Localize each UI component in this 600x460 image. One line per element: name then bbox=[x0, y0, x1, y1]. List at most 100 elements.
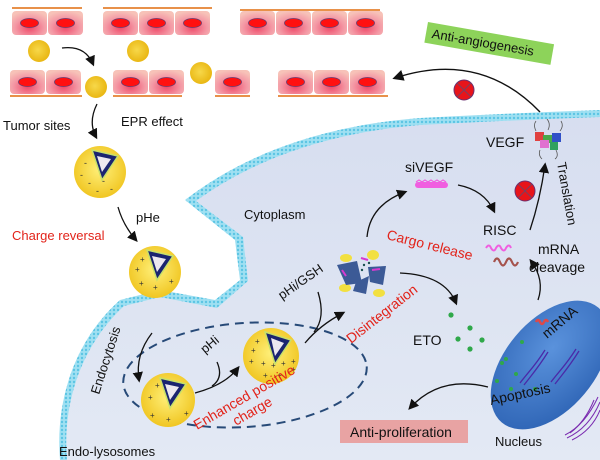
nanoparticle bbox=[28, 40, 50, 62]
nanoparticle-enhanced: ++++++++++ bbox=[243, 328, 299, 384]
svg-text:-: - bbox=[96, 186, 99, 196]
svg-text:+: + bbox=[150, 411, 155, 420]
svg-text:+: + bbox=[251, 346, 256, 355]
arrow-sivegf-to-risc bbox=[457, 184, 496, 214]
cell-nucleus bbox=[20, 18, 39, 28]
cell-nucleus bbox=[18, 77, 37, 87]
vegf-label: VEGF bbox=[486, 134, 524, 150]
cell-nucleus bbox=[54, 77, 73, 87]
svg-text:-: - bbox=[84, 158, 87, 168]
svg-text:+: + bbox=[281, 359, 286, 368]
svg-text:+: + bbox=[139, 279, 144, 288]
anti-angiogenesis-box: Anti-angiogenesis bbox=[424, 22, 555, 65]
arrow-phi bbox=[194, 365, 240, 394]
cell-nucleus bbox=[56, 18, 75, 28]
endo-lysosomes-label: Endo-lysosomes bbox=[59, 444, 156, 459]
endothelial-cells-top bbox=[12, 11, 383, 35]
nanoparticle bbox=[190, 62, 212, 84]
svg-text:+: + bbox=[263, 371, 268, 380]
cell-nucleus bbox=[322, 77, 341, 87]
svg-text:+: + bbox=[261, 359, 266, 368]
svg-text:+: + bbox=[291, 365, 296, 374]
svg-text:-: - bbox=[88, 178, 91, 188]
sivegf-label: siVEGF bbox=[405, 159, 453, 175]
cell-nucleus bbox=[147, 18, 166, 28]
svg-text:+: + bbox=[249, 357, 254, 366]
tumor-sites-label: Tumor sites bbox=[3, 118, 71, 133]
svg-text:+: + bbox=[255, 337, 260, 346]
arrow-to-eto bbox=[399, 272, 458, 306]
mrna-cleavage-label-2: cleavage bbox=[529, 259, 585, 275]
arrow-charge-reversal bbox=[117, 206, 138, 242]
svg-text:-: - bbox=[80, 170, 83, 180]
svg-text:+: + bbox=[135, 265, 140, 274]
cell-nucleus bbox=[248, 18, 267, 28]
eto-molecules-icon bbox=[448, 312, 485, 352]
svg-text:+: + bbox=[271, 361, 276, 370]
svg-text:+: + bbox=[166, 415, 171, 424]
svg-text:+: + bbox=[291, 357, 296, 366]
cell-nucleus bbox=[284, 18, 303, 28]
svg-text:+: + bbox=[169, 277, 174, 286]
svg-text:+: + bbox=[184, 409, 189, 418]
svg-text:+: + bbox=[148, 393, 153, 402]
mrna-cleavage-label: mRNA bbox=[538, 241, 580, 257]
arrow-vegf-to-vessel bbox=[392, 68, 541, 113]
risc-sirna-icon bbox=[485, 244, 512, 252]
svg-text:+: + bbox=[140, 255, 145, 264]
cell-nucleus bbox=[223, 77, 242, 87]
nanoparticle bbox=[127, 40, 149, 62]
cell-nucleus bbox=[358, 77, 377, 87]
cytoplasm bbox=[66, 117, 600, 460]
sivegf-icon bbox=[415, 179, 448, 188]
svg-text:-: - bbox=[102, 176, 105, 186]
charge-reversal-label: Charge reversal bbox=[12, 228, 105, 243]
arrow-endocytosis bbox=[132, 332, 153, 383]
arrow-phi-curve bbox=[211, 361, 221, 387]
vegf-protein-icon bbox=[534, 118, 563, 160]
cell-nucleus bbox=[286, 77, 305, 87]
cell-nucleus bbox=[356, 18, 375, 28]
blood-vessel-top bbox=[12, 7, 380, 11]
risc-label: RISC bbox=[483, 222, 516, 238]
cell-nucleus bbox=[183, 18, 202, 28]
cytoplasm-label: Cytoplasm bbox=[244, 207, 305, 222]
nucleus bbox=[490, 300, 600, 430]
eto-label: ETO bbox=[413, 332, 442, 348]
nuclear-eto-icon bbox=[495, 340, 537, 391]
svg-text:+: + bbox=[155, 381, 160, 390]
cell-nucleus bbox=[157, 77, 176, 87]
arrow-release-to-sivegf bbox=[366, 189, 408, 238]
arrow-mrna bbox=[529, 258, 541, 301]
arrow-translation bbox=[529, 162, 550, 231]
arrow-extravasation bbox=[61, 46, 95, 67]
arrow-phigsh-curve bbox=[313, 291, 322, 333]
nucleus-label: Nucleus bbox=[495, 434, 542, 449]
epr-effect-label: EPR effect bbox=[121, 114, 183, 129]
inhibition-icon bbox=[453, 79, 475, 101]
nanoparticle-positive: +++++ bbox=[129, 246, 181, 298]
svg-text:+: + bbox=[153, 283, 158, 292]
arrow-apoptosis bbox=[408, 383, 489, 410]
disintegrated-nanoparticle-icon bbox=[337, 250, 386, 297]
svg-text:+: + bbox=[277, 371, 282, 380]
anti-proliferation-box: Anti-proliferation bbox=[340, 420, 468, 443]
anti-angiogenesis-label: Anti-angiogenesis bbox=[431, 26, 536, 59]
mrna-fragment-icon bbox=[492, 257, 520, 267]
cell-nucleus bbox=[111, 18, 130, 28]
nanoparticle bbox=[85, 76, 107, 98]
nuclear-mrna-icon bbox=[534, 318, 550, 326]
arrow-to-tumor bbox=[87, 103, 98, 140]
nanoparticle-negative: ------ bbox=[74, 146, 126, 198]
anti-proliferation-label: Anti-proliferation bbox=[350, 424, 452, 440]
svg-text:-: - bbox=[110, 184, 113, 194]
dna-icon bbox=[519, 348, 580, 386]
endothelial-cells-bottom bbox=[10, 70, 385, 94]
cell-nucleus bbox=[320, 18, 339, 28]
inhibition-icon bbox=[514, 180, 536, 202]
cell-nucleus bbox=[121, 77, 140, 87]
golgi-icon bbox=[564, 396, 600, 441]
nanoparticle-endosome: +++++ bbox=[141, 373, 195, 427]
arrow-disintegration bbox=[304, 311, 346, 344]
